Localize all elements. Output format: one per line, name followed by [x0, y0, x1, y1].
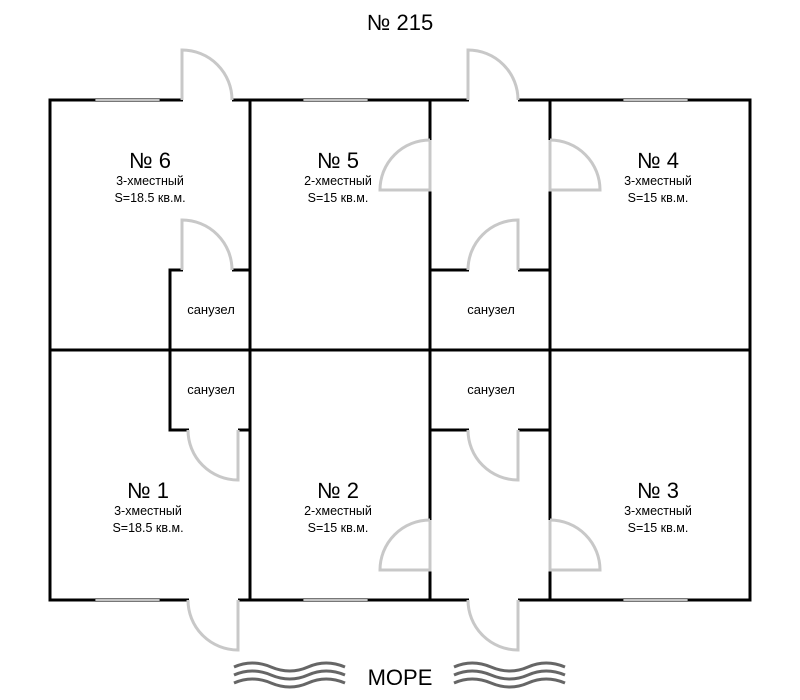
room-number: № 2 [317, 478, 359, 503]
room-number: № 6 [129, 148, 171, 173]
door-bathroom6 [180, 218, 234, 271]
bathroom-label: санузел [467, 382, 515, 397]
door-room1-entrance [186, 599, 240, 652]
windows [95, 98, 688, 602]
bathroom-label: санузел [187, 302, 235, 317]
room-number: № 5 [317, 148, 359, 173]
building-title: № 215 [367, 10, 433, 35]
door-room6-entrance [180, 48, 234, 101]
door-corridor-bottom [466, 599, 520, 652]
room-number: № 1 [127, 478, 169, 503]
room-2: № 2 2-хместный S=15 кв.м. [304, 478, 372, 535]
room-type: 3-хместный [116, 174, 184, 188]
room-area: S=15 кв.м. [628, 521, 689, 535]
room-3: № 3 3-хместный S=15 кв.м. [624, 478, 692, 535]
room-area: S=15 кв.м. [628, 191, 689, 205]
room-number: № 3 [637, 478, 679, 503]
waves-icon-right [453, 661, 566, 689]
door-room3 [548, 518, 602, 572]
room-area: S=18.5 кв.м. [112, 521, 183, 535]
door-bathroom-top-right [466, 218, 520, 271]
room-5: № 5 2-хместный S=15 кв.м. [304, 148, 372, 205]
bathroom-label: санузел [187, 382, 235, 397]
room-area: S=15 кв.м. [308, 521, 369, 535]
room-area: S=18.5 кв.м. [114, 191, 185, 205]
sea-label: МОРЕ [368, 665, 433, 690]
door-room5 [378, 138, 432, 192]
room-type: 3-хместный [624, 504, 692, 518]
door-bathroom1 [186, 429, 240, 482]
room-1: № 1 3-хместный S=18.5 кв.м. [112, 478, 183, 535]
door-corridor-top [466, 48, 520, 101]
room-6: № 6 3-хместный S=18.5 кв.м. [114, 148, 185, 205]
room-area: S=15 кв.м. [308, 191, 369, 205]
room-type: 3-хместный [114, 504, 182, 518]
waves-icon-left [233, 661, 346, 689]
room-type: 2-хместный [304, 174, 372, 188]
room-number: № 4 [637, 148, 679, 173]
room-type: 2-хместный [304, 504, 372, 518]
doors [180, 48, 602, 652]
door-bathroom-bottom-right [466, 429, 520, 482]
room-type: 3-хместный [624, 174, 692, 188]
door-room4 [548, 138, 602, 192]
bathroom-label: санузел [467, 302, 515, 317]
door-room2 [378, 518, 432, 572]
room-4: № 4 3-хместный S=15 кв.м. [624, 148, 692, 205]
